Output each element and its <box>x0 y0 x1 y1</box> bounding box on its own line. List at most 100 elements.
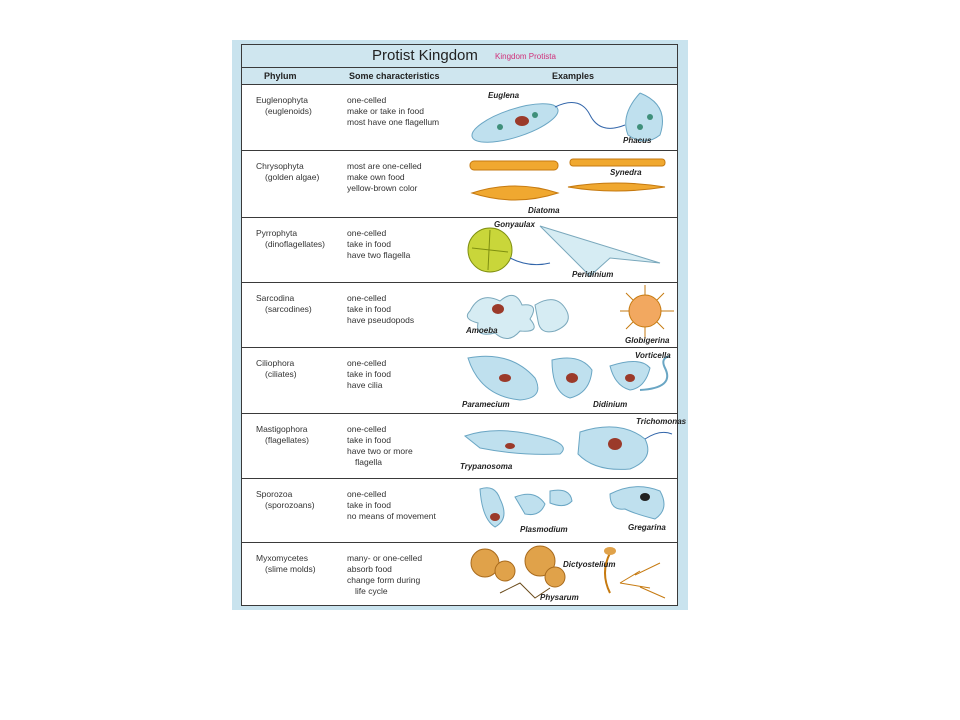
sporozoan-illustration <box>479 486 665 528</box>
example-label-phacus: Phacus <box>623 136 652 145</box>
phylum-cell: Pyrrophyta (dinoflagellates) <box>256 228 346 250</box>
trait: most have one flagellum <box>347 117 440 127</box>
trait: one-celled <box>347 358 387 368</box>
phylum-name: Myxomycetes <box>256 553 308 563</box>
trait: one-celled <box>347 489 387 499</box>
example-label-peridinium: Peridinium <box>572 270 614 279</box>
phylum-cell: Chrysophyta (golden algae) <box>256 161 346 183</box>
example-label-diatoma: Diatoma <box>528 206 560 215</box>
phylum-name: Ciliophora <box>256 358 295 368</box>
flagellate-illustration <box>463 426 673 470</box>
example-label-euglena: Euglena <box>488 91 520 100</box>
example-label-synedra: Synedra <box>610 168 642 177</box>
phylum-common-name: (dinoflagellates) <box>265 239 326 249</box>
phylum-common-name: (sarcodines) <box>265 304 312 314</box>
phylum-common-name: (flagellates) <box>265 435 309 445</box>
example-label-gregarina: Gregarina <box>628 523 666 532</box>
trait: make or take in food <box>347 106 425 116</box>
protist-table: Protist Kingdom Kingdom Protista Phylum … <box>241 44 686 606</box>
trait: one-celled <box>347 424 387 434</box>
dinoflagellate-illustration <box>467 225 661 277</box>
characteristics-cell: one-celled take in food no means of move… <box>347 489 467 522</box>
examples-cell: Vorticella Paramecium Didinium <box>460 348 677 413</box>
phylum-cell: Euglenophyta (euglenoids) <box>256 95 346 117</box>
example-label-physarum: Physarum <box>540 593 579 602</box>
example-label-amoeba: Amoeba <box>466 326 498 335</box>
phylum-common-name: (ciliates) <box>265 369 297 379</box>
phylum-common-name: (sporozoans) <box>265 500 315 510</box>
trait: have two flagella <box>347 250 411 260</box>
trait: have cilia <box>347 380 383 390</box>
table-row-sporozoa: Sporozoa (sporozoans) one-celled take in… <box>242 479 677 543</box>
phylum-cell: Myxomycetes (slime molds) <box>256 553 346 575</box>
trait: one-celled <box>347 293 387 303</box>
trait: take in food <box>347 304 391 314</box>
example-label-trichomonas: Trichomonas <box>636 417 687 426</box>
example-label-paramecium: Paramecium <box>462 400 510 409</box>
euglena-illustration <box>471 92 663 143</box>
phylum-common-name: (euglenoids) <box>265 106 312 116</box>
characteristics-cell: one-celled take in food have cilia <box>347 358 467 391</box>
examples-cell: Synedra Diatoma <box>460 151 677 217</box>
slime-mold-illustration <box>470 545 666 599</box>
trait: life cycle <box>355 586 388 596</box>
table-row-sarcodina: Sarcodina (sarcodines) one-celled take i… <box>242 283 677 348</box>
phylum-common-name: (golden algae) <box>265 172 320 182</box>
examples-cell: Plasmodium Gregarina <box>460 479 677 542</box>
phylum-cell: Sarcodina (sarcodines) <box>256 293 346 315</box>
examples-cell: Trichomonas Trypanosoma <box>460 414 686 478</box>
trait: make own food <box>347 172 405 182</box>
title-bar: Protist Kingdom Kingdom Protista <box>242 45 677 68</box>
header-characteristics: Some characteristics <box>349 71 440 81</box>
amoeba-illustration <box>466 285 674 339</box>
phylum-cell: Sporozoa (sporozoans) <box>256 489 346 511</box>
characteristics-cell: one-celled take in food have pseudopods <box>347 293 467 326</box>
trait: take in food <box>347 369 391 379</box>
table-row-euglenophyta: Euglenophyta (euglenoids) one-celled mak… <box>242 85 677 151</box>
table-row-mastigophora: Mastigophora (flagellates) one-celled ta… <box>242 414 686 479</box>
examples-cell: Gonyaulax Peridinium <box>460 218 677 282</box>
trait: take in food <box>347 435 391 445</box>
column-header-row: Phylum Some characteristics Examples <box>242 68 677 85</box>
example-label-trypanosoma: Trypanosoma <box>460 462 513 471</box>
phylum-name: Mastigophora <box>256 424 308 434</box>
characteristics-cell: one-celled make or take in food most hav… <box>347 95 467 128</box>
example-label-vorticella: Vorticella <box>635 351 671 360</box>
characteristics-cell: most are one-celled make own food yellow… <box>347 161 467 194</box>
table-row-ciliophora: Ciliophora (ciliates) one-celled take in… <box>242 348 677 414</box>
trait: have pseudopods <box>347 315 415 325</box>
phylum-cell: Mastigophora (flagellates) <box>256 424 346 446</box>
table-subtitle: Kingdom Protista <box>495 52 556 61</box>
table-title: Protist Kingdom <box>372 47 478 64</box>
characteristics-cell: many- or one-celled absorb food change f… <box>347 553 467 597</box>
trait: yellow-brown color <box>347 183 418 193</box>
trait: many- or one-celled <box>347 553 423 563</box>
trait: one-celled <box>347 228 387 238</box>
header-examples: Examples <box>552 71 595 81</box>
trait: no means of movement <box>347 511 436 521</box>
phylum-name: Euglenophyta <box>256 95 308 105</box>
example-label-globigerina: Globigerina <box>625 336 670 345</box>
example-label-didinium: Didinium <box>593 400 628 409</box>
trait: change form during <box>347 575 421 585</box>
trait: take in food <box>347 239 391 249</box>
table-row-chrysophyta: Chrysophyta (golden algae) most are one-… <box>242 151 677 218</box>
trait: take in food <box>347 500 391 510</box>
table-row-pyrrophyta: Pyrrophyta (dinoflagellates) one-celled … <box>242 218 677 283</box>
example-label-plasmodium: Plasmodium <box>520 525 568 534</box>
phylum-cell: Ciliophora (ciliates) <box>256 358 346 380</box>
phylum-common-name: (slime molds) <box>265 564 316 574</box>
textbook-page: Protist Kingdom Kingdom Protista Phylum … <box>232 40 688 610</box>
header-phylum: Phylum <box>264 71 297 81</box>
diatom-illustration <box>469 158 666 201</box>
example-label-dictyostelium: Dictyostelium <box>563 560 616 569</box>
phylum-name: Sporozoa <box>256 489 293 499</box>
characteristics-cell: one-celled take in food have two or more… <box>347 424 467 468</box>
trait: have two or more <box>347 446 413 456</box>
examples-cell: Amoeba Globigerina <box>460 283 677 347</box>
trait: absorb food <box>347 564 392 574</box>
trait: flagella <box>355 457 382 467</box>
trait: most are one-celled <box>347 161 422 171</box>
phylum-name: Chrysophyta <box>256 161 304 171</box>
examples-cell: Dictyostelium Physarum <box>460 543 677 605</box>
